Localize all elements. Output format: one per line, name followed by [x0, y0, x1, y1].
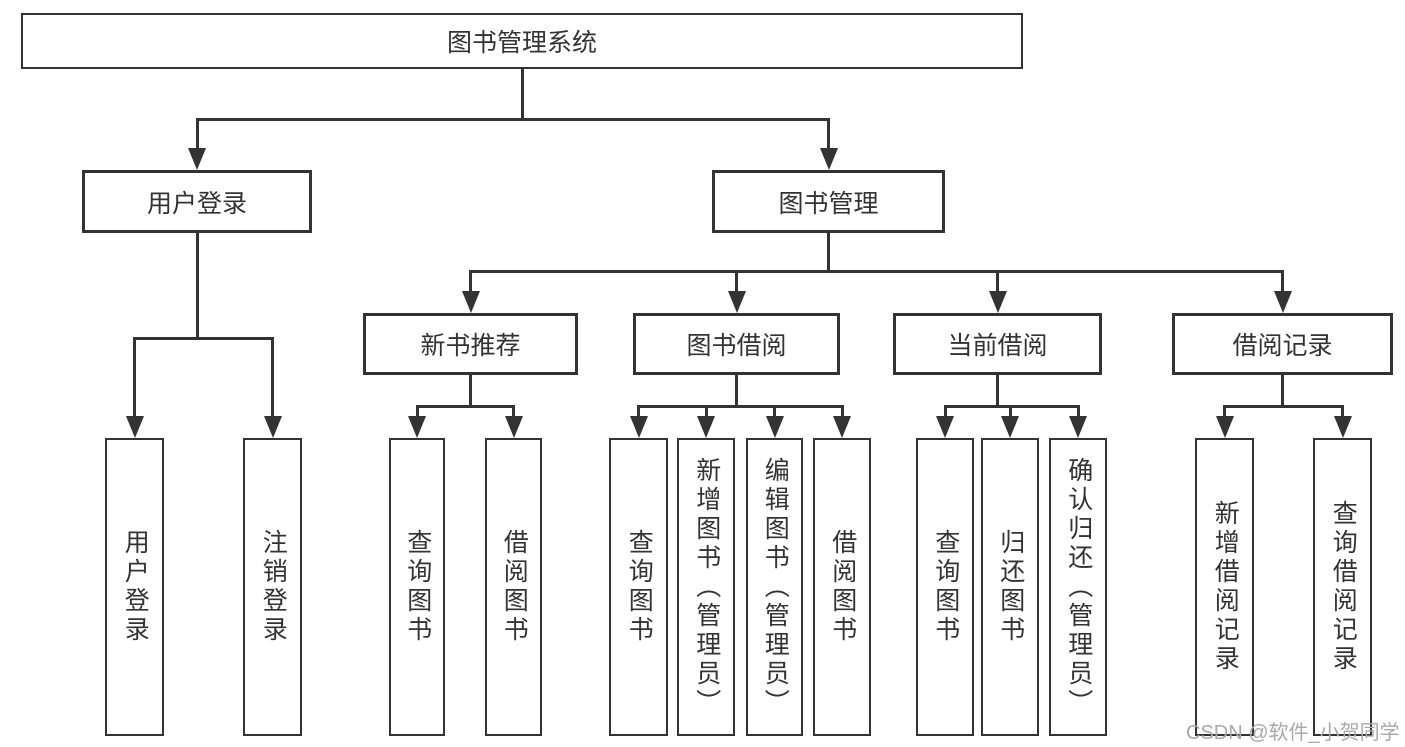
- node-current-borrow: 当前借阅: [893, 313, 1102, 375]
- node-cb-confirm-return-admin: 确认归还（管理员）: [1049, 438, 1107, 736]
- connector-line: [1008, 405, 1012, 418]
- connector-line: [637, 405, 844, 408]
- connector-line: [1281, 375, 1284, 405]
- connector-line: [133, 337, 136, 418]
- connector-line: [1076, 405, 1080, 418]
- node-br-query-record: 查询借阅记录: [1313, 438, 1372, 736]
- arrowhead-down-icon: [629, 416, 648, 438]
- connector-line: [827, 233, 830, 270]
- node-bb-borrow-books: 借阅图书: [813, 438, 871, 736]
- arrowhead-down-icon: [504, 416, 523, 438]
- node-cb-query-books: 查询图书: [916, 438, 974, 736]
- arrowhead-down-icon: [819, 148, 838, 170]
- arrowhead-down-icon: [697, 416, 715, 438]
- connector-line: [520, 69, 524, 118]
- connector-line: [840, 405, 844, 418]
- arrowhead-down-icon: [461, 291, 480, 313]
- arrowhead-down-icon: [1273, 291, 1292, 313]
- node-cb-return-books: 归还图书: [981, 438, 1039, 736]
- arrowhead-down-icon: [263, 416, 282, 438]
- connector-line: [469, 375, 472, 405]
- connector-line: [271, 337, 274, 418]
- node-book-borrow: 图书借阅: [633, 313, 840, 375]
- node-system: 图书管理系统: [21, 13, 1023, 69]
- connector-line: [773, 405, 776, 418]
- arrowhead-down-icon: [833, 416, 851, 438]
- connector-line: [469, 270, 472, 293]
- node-nb-query-books: 查询图书: [389, 438, 445, 736]
- node-br-add-record: 新增借阅记录: [1195, 438, 1254, 736]
- arrowhead-down-icon: [1069, 416, 1087, 438]
- connector-line: [1223, 405, 1226, 418]
- connector-line: [735, 270, 738, 293]
- node-user-login: 用户登录: [82, 170, 312, 233]
- arrowhead-down-icon: [765, 416, 784, 438]
- arrowhead-down-icon: [188, 148, 206, 170]
- arrowhead-down-icon: [1333, 416, 1352, 438]
- node-nb-borrow-books: 借阅图书: [485, 438, 542, 736]
- connector-line: [943, 405, 947, 418]
- connector-line: [1281, 270, 1284, 293]
- node-bb-edit-books-admin: 编辑图书（管理员）: [746, 438, 803, 736]
- connector-line: [1341, 405, 1344, 418]
- node-login: 用户登录: [105, 438, 164, 736]
- node-book-management: 图书管理: [712, 170, 945, 233]
- arrowhead-down-icon: [1001, 416, 1019, 438]
- connector-line: [415, 405, 515, 408]
- connector-line: [512, 405, 515, 418]
- connector-line: [735, 375, 738, 405]
- connector-line: [996, 375, 999, 405]
- node-bb-add-books-admin: 新增图书（管理员）: [677, 438, 735, 736]
- connector-line: [827, 118, 830, 150]
- connector-line: [704, 405, 708, 418]
- node-borrow-records: 借阅记录: [1172, 313, 1393, 375]
- connector-line: [469, 270, 1284, 273]
- arrowhead-down-icon: [125, 416, 144, 438]
- connector-line: [195, 233, 199, 337]
- node-bb-query-books: 查询图书: [609, 438, 668, 736]
- arrowhead-down-icon: [1215, 416, 1234, 438]
- connector-line: [133, 337, 274, 340]
- connector-line: [996, 270, 999, 293]
- arrowhead-down-icon: [988, 291, 1007, 313]
- arrowhead-down-icon: [727, 291, 746, 313]
- connector-line: [943, 405, 1080, 408]
- connector-line: [195, 118, 830, 121]
- csdn-watermark: CSDN @软件_小贺同学: [1186, 722, 1400, 744]
- connector-line: [415, 405, 419, 418]
- node-logout: 注销登录: [243, 438, 302, 736]
- connector-line: [1223, 405, 1344, 408]
- arrowhead-down-icon: [936, 416, 954, 438]
- connector-line: [195, 118, 199, 150]
- node-new-book-recommend: 新书推荐: [363, 313, 578, 375]
- arrowhead-down-icon: [408, 416, 426, 438]
- connector-line: [637, 405, 640, 418]
